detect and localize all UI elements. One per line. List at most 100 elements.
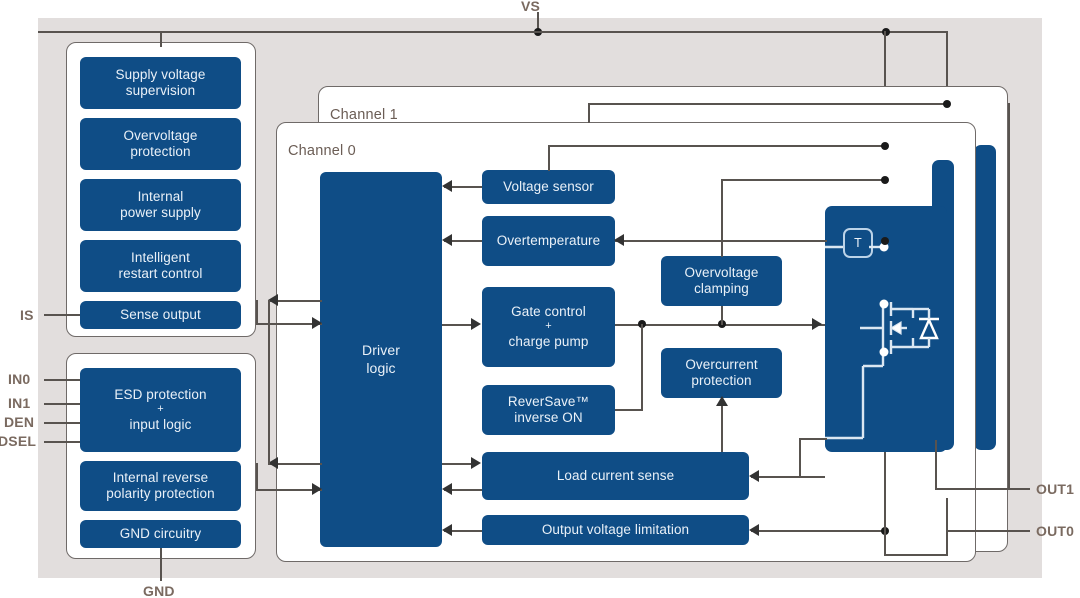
block-driver-logic: Driver logic: [320, 172, 442, 547]
wire-load-sense-to-driver: [444, 489, 482, 491]
reverse-polarity-line1: Internal reverse: [112, 469, 209, 485]
arrow-in-driver-lower: [312, 483, 322, 495]
wire-gnd: [160, 548, 162, 581]
gate-control-plus: +: [545, 320, 552, 333]
wire-input-to-driver: [256, 323, 322, 325]
pin-label-den: DEN: [4, 414, 35, 430]
pin-label-dsel: DSEL: [0, 433, 37, 449]
arrow-powerstage-to-load-sense: [749, 470, 759, 482]
pin-label-out0: OUT0: [1036, 523, 1075, 539]
arrow-input-to-driver: [312, 317, 322, 329]
wire-driver-to-load-sense: [442, 463, 474, 465]
wire-powerstage-source-drop: [799, 438, 801, 478]
wire-dsel: [44, 441, 80, 443]
pin-label-is: IS: [20, 307, 34, 323]
block-overvoltage-protection: Overvoltage protection: [80, 118, 241, 170]
gate-control-line1: Gate control: [511, 303, 586, 319]
wire-out0-vertical: [884, 452, 886, 556]
pin-label-out1: OUT1: [1036, 481, 1075, 497]
overcurrent-protection-line1: Overcurrent: [685, 356, 758, 372]
reversave-line1: ReverSave™: [507, 393, 590, 409]
block-voltage-sensor: Voltage sensor: [482, 170, 615, 204]
wire-powerstage-source-lead: [799, 438, 827, 440]
block-output-voltage-limitation: Output voltage limitation: [482, 515, 749, 545]
wire-clamping-to-bus: [721, 306, 723, 325]
wire-out1-riser: [935, 440, 937, 490]
wire-out0-bottom: [884, 554, 946, 556]
internal-power-supply-line1: Internal: [137, 188, 184, 204]
arrow-gate-to-power-stage: [812, 318, 822, 330]
block-esd-protection-input-logic: ESD protection + input logic: [80, 368, 241, 452]
wire-in-driver-lower: [256, 489, 322, 491]
junction-dot-vs-clamping: [881, 176, 889, 184]
block-supply-voltage-supervision: Supply voltage supervision: [80, 57, 241, 109]
wire-channel1-top-feed: [588, 103, 946, 105]
wire-tsensor-to-overtemperature: [615, 240, 827, 242]
pin-label-vs: VS: [521, 0, 541, 14]
arrow-load-sense-to-driver: [442, 483, 452, 495]
wire-vs-branch-clamping: [721, 179, 884, 181]
overvoltage-protection-line1: Overvoltage: [123, 127, 198, 143]
wire-in0: [44, 379, 80, 381]
wire-driver-to-gate-control: [442, 324, 474, 326]
wire-is: [44, 314, 80, 316]
supply-voltage-supervision-line1: Supply voltage: [115, 66, 206, 82]
temperature-sensor-label: T: [854, 236, 862, 250]
wire-vs-to-voltage-sensor: [548, 145, 550, 171]
internal-power-supply-line2: power supply: [120, 205, 201, 220]
wire-output-limit-to-driver: [444, 530, 482, 532]
junction-dot-channel1-feed: [943, 100, 951, 108]
wire-overtemperature-to-driver: [444, 240, 482, 242]
overvoltage-clamping-line1: Overvoltage: [684, 264, 759, 280]
arrow-voltage-sensor-to-driver: [442, 180, 452, 192]
junction-dot-vs-voltage-sensor: [881, 142, 889, 150]
arrow-tsensor-to-overtemperature: [614, 234, 624, 246]
wire-vs-drop: [537, 12, 539, 32]
wire-out1-to-pin: [935, 488, 1030, 490]
esd-protection-plus: +: [157, 403, 164, 416]
sense-output-label: Sense output: [120, 306, 201, 322]
wire-vs-to-channel1: [946, 31, 948, 103]
wire-vs-branch-voltage-sensor: [548, 145, 884, 147]
wire-out0-to-pin: [946, 530, 1030, 532]
wire-channel1-feed-drop: [588, 103, 590, 123]
arrow-driver-to-load-sense: [471, 457, 481, 469]
arrow-out-to-output-limit: [749, 524, 759, 536]
wire-driver-out-lower: [268, 463, 322, 465]
wire-driver-to-sense: [268, 300, 322, 302]
arrow-driver-to-gate-control: [471, 318, 481, 330]
output-voltage-limitation-label: Output voltage limitation: [541, 521, 690, 537]
gnd-circuitry-label: GND circuitry: [119, 525, 202, 541]
wire-left-bus-lower: [256, 463, 258, 491]
arrow-overtemperature-to-driver: [442, 234, 452, 246]
junction-dot-temp-rail: [881, 237, 889, 245]
driver-logic-line1: Driver: [362, 342, 400, 359]
block-internal-power-supply: Internal power supply: [80, 179, 241, 231]
block-gnd-circuitry: GND circuitry: [80, 520, 241, 548]
channel1-power-stage-sliver: [974, 145, 996, 450]
temperature-sensor-icon: T: [843, 228, 873, 258]
block-internal-reverse-polarity-protection: Internal reverse polarity protection: [80, 461, 241, 511]
wire-left-bus-vertical: [268, 300, 270, 464]
wire-left-bus-upper: [256, 300, 258, 324]
channel1-label: Channel 1: [330, 107, 398, 123]
pin-label-gnd: GND: [143, 583, 175, 598]
wire-reversave-to-bus: [615, 409, 643, 411]
channel0-label: Channel 0: [288, 143, 356, 159]
arrow-output-limit-to-driver: [442, 524, 452, 536]
intelligent-restart-control-line1: Intelligent: [131, 249, 190, 265]
overvoltage-protection-line2: protection: [130, 144, 191, 159]
overvoltage-clamping-line2: clamping: [694, 281, 749, 296]
wire-out1-vertical: [1008, 103, 1010, 488]
esd-protection-line3: input logic: [129, 416, 192, 432]
wire-vs-to-supply-group: [160, 31, 162, 47]
arrow-load-sense-to-overcurrent: [716, 396, 728, 406]
junction-dot-vs-ch0: [882, 28, 890, 36]
overcurrent-protection-line2: protection: [691, 373, 752, 388]
intelligent-restart-control-line2: restart control: [118, 266, 203, 281]
reversave-line2: inverse ON: [514, 410, 583, 425]
reverse-polarity-line2: polarity protection: [106, 486, 215, 501]
wire-vs-to-clamping: [721, 179, 723, 257]
gate-control-line3: charge pump: [508, 333, 589, 349]
